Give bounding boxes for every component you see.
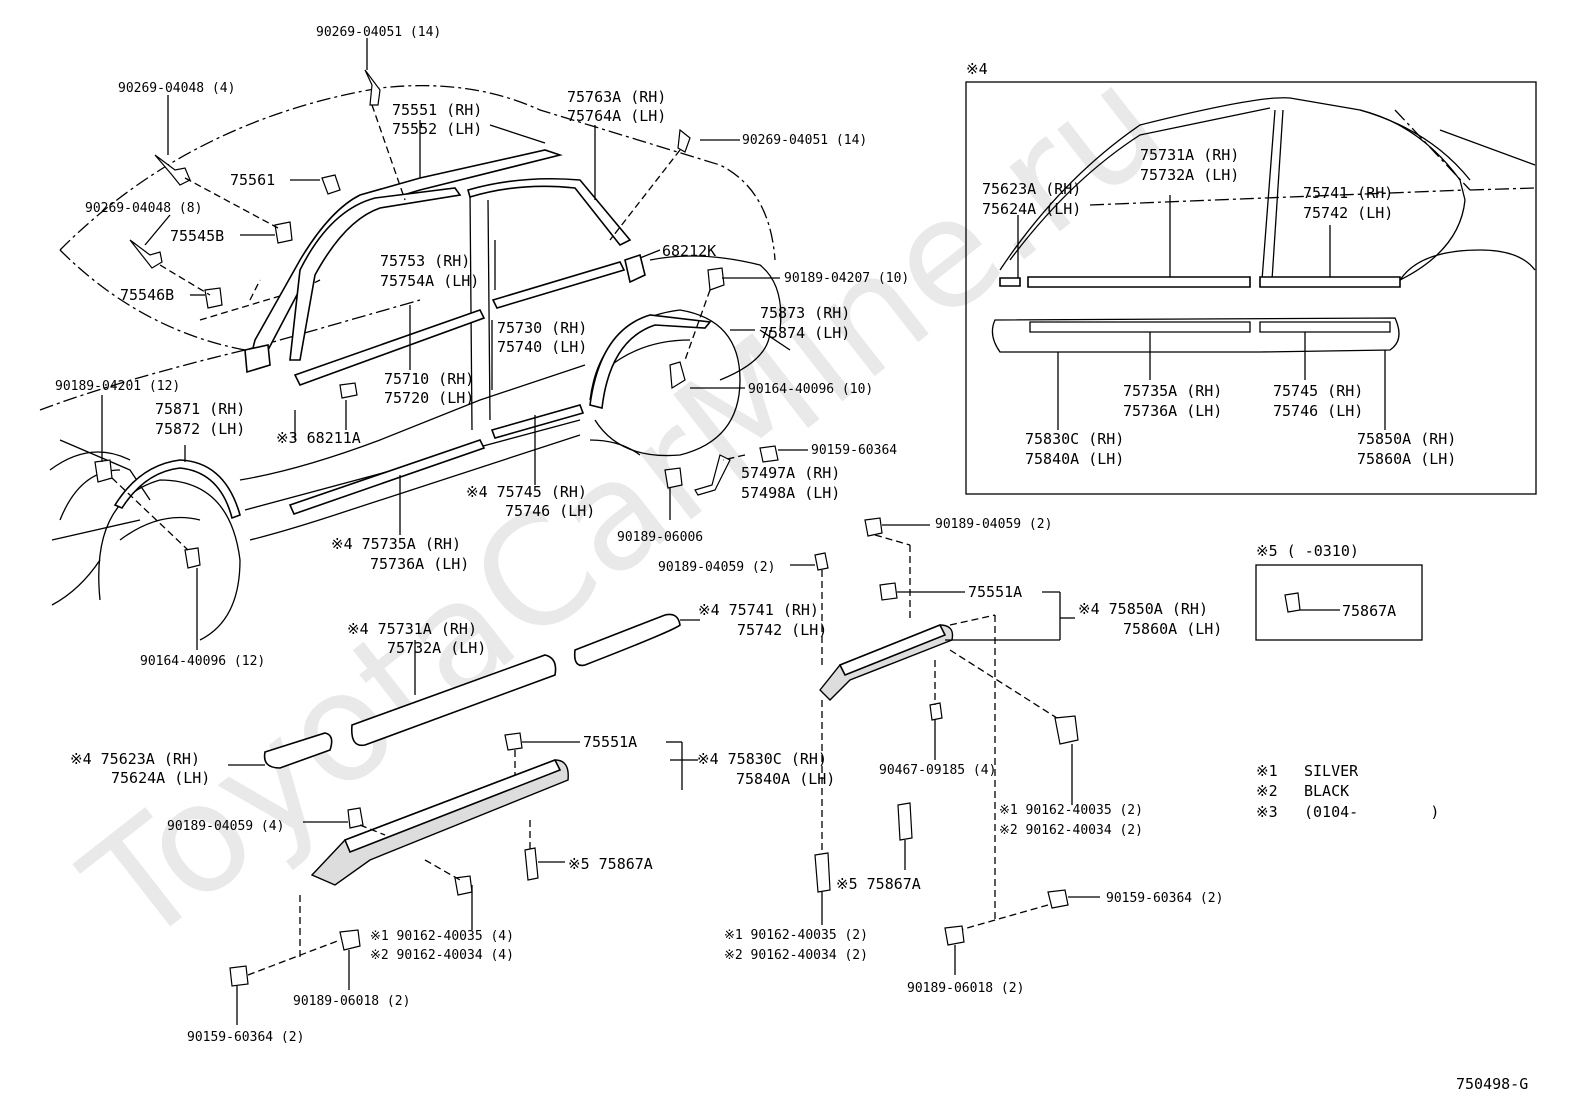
label-75742-main: 75742 (LH) xyxy=(737,621,827,639)
label-90269-04048-4: 90269-04048 (4) xyxy=(118,81,235,96)
label-75867A-center: ※5 75867A xyxy=(836,875,921,893)
label-90159-60364-right: 90159-60364 (2) xyxy=(1106,891,1223,906)
labels: 90269-04051 (14) 90269-04048 (4) 75551 (… xyxy=(55,25,1223,1045)
label-90189-06018-right: 90189-06018 (2) xyxy=(907,981,1024,996)
label-75754A: 75754A (LH) xyxy=(380,272,479,290)
label-90189-04207: 90189-04207 (10) xyxy=(784,271,909,286)
label-75736A-main: 75736A (LH) xyxy=(370,555,469,573)
inset-label-75736A: 75736A (LH) xyxy=(1123,402,1222,420)
car-clips xyxy=(94,69,725,569)
leader-lines-car xyxy=(101,38,780,650)
inset-4-labels: ※4 75623A (RH) 75624A (LH) 75731A (RH) 7… xyxy=(966,60,1456,468)
inset-5-title: ※5 ( -0310) xyxy=(1256,542,1359,560)
label-75874: 75874 (LH) xyxy=(760,324,850,342)
label-75741-main: ※4 75741 (RH) xyxy=(698,601,819,619)
inset-5-part: 75867A xyxy=(1342,602,1396,620)
inset-label-75731A: 75731A (RH) xyxy=(1140,146,1239,164)
label-75763A: 75763A (RH) xyxy=(567,88,666,106)
label-90189-06018-left: 90189-06018 (2) xyxy=(293,994,410,1009)
label-75710: 75710 (RH) xyxy=(384,370,474,388)
label-68212K: 68212K xyxy=(662,242,716,260)
legend-text-1: SILVER xyxy=(1304,762,1359,780)
label-75551A-left: 75551A xyxy=(583,733,637,751)
label-75623A-main: ※4 75623A (RH) xyxy=(70,750,200,768)
legend-text-3: (0104- ) xyxy=(1304,803,1439,821)
inset-label-75746: 75746 (LH) xyxy=(1273,402,1363,420)
label-90189-04059-right: 90189-04059 (2) xyxy=(935,517,1052,532)
label-90269-04051-a: 90269-04051 (14) xyxy=(316,25,441,40)
label-75551: 75551 (RH) xyxy=(392,101,482,119)
label-90162-40035-left: ※1 90162-40035 (4) xyxy=(370,929,514,944)
label-75735A-main: ※4 75735A (RH) xyxy=(331,535,461,553)
label-68211A: ※3 68211A xyxy=(276,429,361,447)
window-moldings xyxy=(113,149,712,520)
inset-label-75742: 75742 (LH) xyxy=(1303,204,1393,222)
label-75552: 75552 (LH) xyxy=(392,120,482,138)
label-75840A-main: 75840A (LH) xyxy=(736,770,835,788)
label-90162-40035-center: ※1 90162-40035 (2) xyxy=(724,928,868,943)
inset-label-75860A: 75860A (LH) xyxy=(1357,450,1456,468)
label-90159-60364-a: 90159-60364 xyxy=(811,443,897,458)
label-90162-40034-center: ※2 90162-40034 (2) xyxy=(724,948,868,963)
label-75753: 75753 (RH) xyxy=(380,252,470,270)
label-75850A-main: ※4 75850A (RH) xyxy=(1078,600,1208,618)
inset-label-75735A: 75735A (RH) xyxy=(1123,382,1222,400)
label-90164-40096-12: 90164-40096 (12) xyxy=(140,654,265,669)
legend-mark-1: ※1 xyxy=(1256,762,1278,780)
label-75871: 75871 (RH) xyxy=(155,400,245,418)
label-90189-04059-mid: 90189-04059 (2) xyxy=(658,560,775,575)
label-75830C-main: ※4 75830C (RH) xyxy=(697,750,827,768)
label-90467-09185: 90467-09185 (4) xyxy=(879,763,996,778)
label-75745-main: ※4 75745 (RH) xyxy=(466,483,587,501)
label-90189-06006: 90189-06006 xyxy=(617,530,703,545)
label-90159-60364-left: 90159-60364 (2) xyxy=(187,1030,304,1045)
label-90164-40096-10: 90164-40096 (10) xyxy=(748,382,873,397)
legend: ※1 SILVER ※2 BLACK ※3 (0104- ) xyxy=(1256,762,1439,821)
legend-text-2: BLACK xyxy=(1304,782,1349,800)
label-75860A-main: 75860A (LH) xyxy=(1123,620,1222,638)
label-90162-40034-left: ※2 90162-40034 (4) xyxy=(370,948,514,963)
legend-mark-3: ※3 xyxy=(1256,803,1278,821)
label-90189-04059-4: 90189-04059 (4) xyxy=(167,819,284,834)
inset-4 xyxy=(965,81,1537,495)
label-75873: 75873 (RH) xyxy=(760,304,850,322)
label-75731A-main: ※4 75731A (RH) xyxy=(347,620,477,638)
label-75624A-main: 75624A (LH) xyxy=(111,769,210,787)
label-75720: 75720 (LH) xyxy=(384,389,474,407)
label-90162-40034-right: ※2 90162-40034 (2) xyxy=(999,823,1143,838)
inset-5 xyxy=(1255,564,1423,641)
inset-5-labels: ※5 ( -0310) 75867A xyxy=(1256,542,1396,620)
inset-label-75741: 75741 (RH) xyxy=(1303,184,1393,202)
label-90269-04048-8: 90269-04048 (8) xyxy=(85,201,202,216)
inset-label-75732A: 75732A (LH) xyxy=(1140,166,1239,184)
legend-mark-2: ※2 xyxy=(1256,782,1278,800)
inset-label-75830C: 75830C (RH) xyxy=(1025,430,1124,448)
label-75867A-left: ※5 75867A xyxy=(568,855,653,873)
inset-label-75624A: 75624A (LH) xyxy=(982,200,1081,218)
label-75732A-main: 75732A (LH) xyxy=(387,639,486,657)
loose-moldings xyxy=(228,445,1100,1025)
label-75730: 75730 (RH) xyxy=(497,319,587,337)
label-75764A: 75764A (LH) xyxy=(567,107,666,125)
label-75872: 75872 (LH) xyxy=(155,420,245,438)
label-90269-04051-b: 90269-04051 (14) xyxy=(742,133,867,148)
label-75546B: 75546B xyxy=(120,286,174,304)
inset-4-title: ※4 xyxy=(966,60,988,78)
inset-label-75745: 75745 (RH) xyxy=(1273,382,1363,400)
inset-label-75623A: 75623A (RH) xyxy=(982,180,1081,198)
label-57497A: 57497A (RH) xyxy=(741,464,840,482)
label-90162-40035-right: ※1 90162-40035 (2) xyxy=(999,803,1143,818)
label-75545B: 75545B xyxy=(170,227,224,245)
label-57498A: 57498A (LH) xyxy=(741,484,840,502)
label-90189-04201: 90189-04201 (12) xyxy=(55,379,180,394)
inset-label-75840A: 75840A (LH) xyxy=(1025,450,1124,468)
label-75561: 75561 xyxy=(230,171,275,189)
label-75551A-right: 75551A xyxy=(968,583,1022,601)
label-75746-main: 75746 (LH) xyxy=(505,502,595,520)
label-75740: 75740 (LH) xyxy=(497,338,587,356)
inset-label-75850A: 75850A (RH) xyxy=(1357,430,1456,448)
diagram-id: 750498-G xyxy=(1456,1075,1528,1093)
